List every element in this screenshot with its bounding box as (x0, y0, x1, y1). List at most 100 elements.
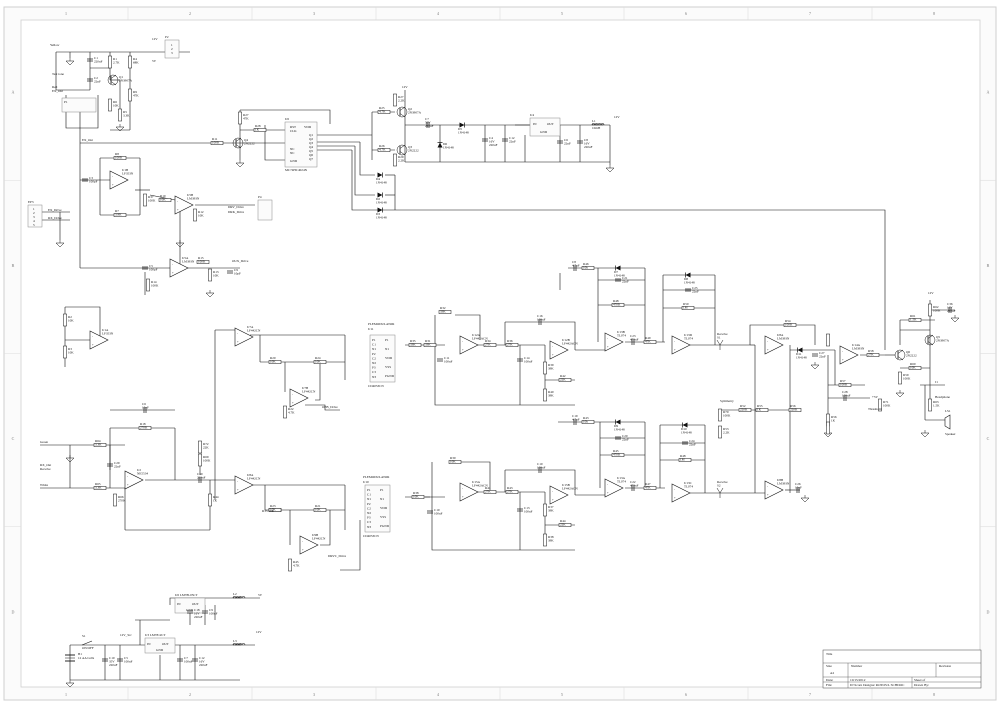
column-marker-bottom: 3 (313, 692, 315, 697)
resistor-label: R2 (68, 315, 72, 319)
ex-out-label: EX_Out (52, 89, 63, 93)
speaker-icon (944, 414, 951, 430)
op-amp-label: LM393N (777, 482, 790, 486)
diode (682, 422, 688, 428)
op-amp-label: U12B (562, 338, 571, 342)
resistor-label: 1K (213, 499, 218, 503)
row-marker-right: C (987, 436, 990, 441)
ground-icon (65, 60, 75, 66)
demodulator-pin: PGND (385, 374, 395, 378)
resistor-label: 33K (425, 343, 431, 347)
capacitor-label: C23 (630, 334, 636, 338)
resistor (643, 486, 657, 490)
capacitor-label: 100nF (524, 510, 533, 514)
diode-label: D8 (684, 277, 688, 281)
resistor-label: 27K (485, 490, 491, 494)
resistor (143, 193, 147, 207)
diode-label: 1N4148 (443, 146, 454, 150)
resistor (118, 108, 122, 122)
diode-label: D4 (376, 177, 380, 181)
inductor (241, 643, 246, 646)
op-amp-pin: - (237, 332, 238, 335)
resistor-label: 100K (933, 309, 941, 313)
demodulator-u11 (369, 334, 396, 383)
resistor-label: 47K (645, 340, 651, 344)
op-amp-u9b (299, 535, 319, 555)
resistor-label: 3.9K (115, 213, 122, 217)
file-value: D:\Scorn Designs\ ROTOS\L SCHDOC (850, 683, 905, 687)
demodulator-pin: C1 (367, 493, 371, 497)
resistor-label: 470K (613, 303, 621, 307)
resistor-label: R9 (133, 90, 137, 94)
resistor (448, 460, 462, 464)
capacitor-label: 100nF (209, 612, 218, 616)
diode (615, 265, 621, 271)
op-amp-label: U1B (122, 168, 129, 172)
resistor (866, 353, 880, 357)
resistor (788, 408, 802, 412)
resistor-label: 100K (903, 377, 911, 381)
resistor-label: R38 (413, 491, 419, 495)
regulator-pin: OUT (162, 642, 169, 646)
regulator-designator: U3 LM7812CT (145, 633, 166, 637)
regulator-designator: U4 (530, 113, 534, 117)
row-marker-left: C (12, 436, 15, 441)
resistor-label: 1.5K (910, 318, 917, 322)
capacitor-label: C8 (584, 138, 588, 142)
regulator-u4 (529, 117, 561, 137)
op-amp-pin: + (292, 402, 294, 405)
ic-pin-label: Q4 (309, 145, 313, 149)
op-amp-pin: + (172, 272, 174, 275)
test-tone-label: Test tone (52, 72, 64, 76)
resistor (558, 378, 572, 382)
op-amp-label: LF442CN (302, 390, 316, 394)
demodulator-pin: VDD (385, 356, 393, 360)
resistor (681, 306, 695, 310)
op-amp-label: U13B (617, 330, 626, 334)
resistor-label: 100K (198, 260, 206, 264)
op-amp-pin: - (767, 340, 768, 343)
drk-drive-label: DRK_Drive (228, 210, 245, 214)
resistor-label: R59 (903, 373, 909, 377)
inductor-label: L3 (233, 639, 237, 643)
resistor-label: R56 (790, 404, 796, 408)
diode-label: D5 (458, 127, 462, 131)
ground-icon (810, 364, 820, 370)
ic-pin-label: Q7 (309, 157, 313, 161)
column-marker-top: 1 (65, 11, 67, 16)
resistor-label: R52 (740, 404, 746, 408)
op-amp-pin: + (237, 489, 239, 492)
ground-icon (205, 292, 215, 298)
op-amp-u12b (549, 340, 569, 360)
resistor (838, 383, 852, 387)
resistor (268, 508, 282, 512)
column-marker-bottom: 8 (933, 692, 935, 697)
op-amp-pin: - (237, 480, 238, 483)
resistor (908, 318, 922, 322)
resistor-label: 10K (213, 274, 219, 278)
capacitor-label: 22nF (114, 465, 121, 469)
resistor-label: R24 (315, 356, 321, 360)
resistor-label: R7 (115, 209, 119, 213)
connector-pin: 5 (33, 223, 35, 227)
power-switch[interactable] (81, 640, 93, 646)
op-amp-pin: - (607, 337, 608, 340)
demodulator-pin: N2 (367, 511, 371, 515)
resistor-label: 10K (315, 508, 321, 512)
capacitor-label: 22nF (94, 80, 101, 84)
op-amp-pin: + (462, 349, 464, 352)
capacitor-label: C2 (94, 76, 98, 80)
resistor-label: R63 (933, 400, 939, 404)
regulator-u3 (144, 637, 176, 654)
op-amp-pin: + (767, 494, 769, 497)
capacitor-label: 100pF (149, 268, 158, 272)
inductor-label: L2 (233, 592, 237, 596)
resistor (543, 503, 547, 517)
ic-designator: U6 (285, 117, 289, 121)
op-amp-label: LM393N (852, 347, 865, 351)
resistor-label: R37 (548, 505, 554, 509)
resistor (113, 213, 127, 217)
transistor (232, 137, 244, 149)
capacitor-label: C19 (572, 414, 578, 418)
resistor-label: R48 (613, 299, 619, 303)
